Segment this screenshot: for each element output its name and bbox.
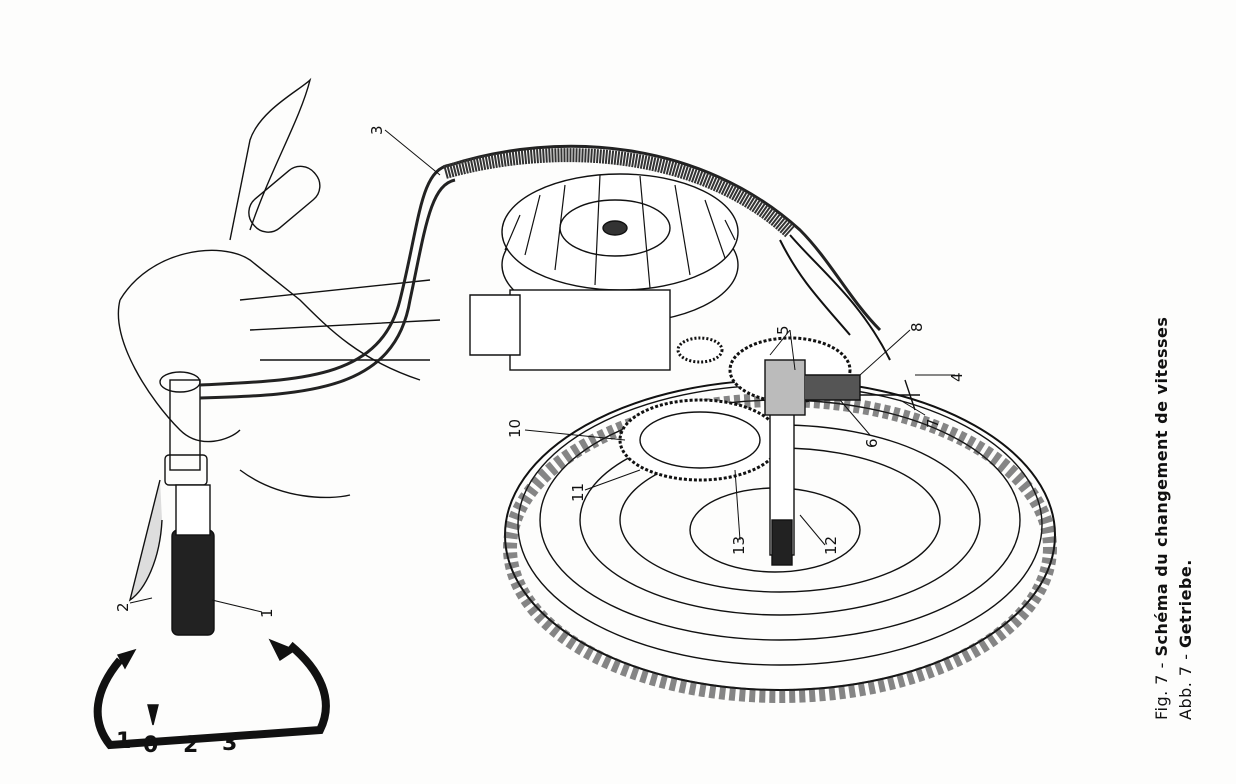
caption-fr-prefix: Fig. 7 - xyxy=(1152,662,1171,720)
dial-mark-3: 3 xyxy=(222,731,237,756)
caption-french: Fig. 7 - Schéma du changement de vitesse… xyxy=(1150,317,1174,720)
caption-de-prefix: Abb. 7 - xyxy=(1176,653,1195,720)
label-13: 13 xyxy=(730,536,748,555)
leader-lines xyxy=(129,129,955,613)
label-8: 8 xyxy=(908,322,926,332)
dial-marks: 1 0 2 3 xyxy=(116,729,237,758)
label-3: 3 xyxy=(368,125,386,135)
label-12: 12 xyxy=(822,536,840,555)
twist-grip xyxy=(128,371,215,636)
label-5: 5 xyxy=(774,325,792,335)
flywheel xyxy=(469,173,739,371)
dial-pointer-arrow-icon xyxy=(147,704,159,726)
gear-dial xyxy=(93,638,330,750)
dial-mark-2: 2 xyxy=(183,733,198,758)
label-2: 2 xyxy=(114,602,132,612)
label-1: 1 xyxy=(258,608,276,618)
label-4: 4 xyxy=(948,372,966,382)
gearbox xyxy=(618,336,920,566)
shift-cable xyxy=(199,144,891,400)
caption-de-title: Getriebe. xyxy=(1176,559,1195,648)
part-labels: 1 2 3 4 5 6 7 8 10 11 12 13 xyxy=(114,125,966,618)
dial-mark-0: 0 xyxy=(143,733,158,758)
label-10: 10 xyxy=(506,419,524,438)
dial-mark-1: 1 xyxy=(116,729,131,754)
label-11: 11 xyxy=(569,483,587,502)
label-6: 6 xyxy=(863,438,881,448)
label-7: 7 xyxy=(924,418,942,428)
figure-caption: Fig. 7 - Schéma du changement de vitesse… xyxy=(1150,317,1198,720)
caption-german: Abb. 7 - Getriebe. xyxy=(1174,317,1198,720)
caption-fr-title: Schéma du changement de vitesses xyxy=(1152,316,1171,657)
handlebar-assembly xyxy=(117,77,441,499)
